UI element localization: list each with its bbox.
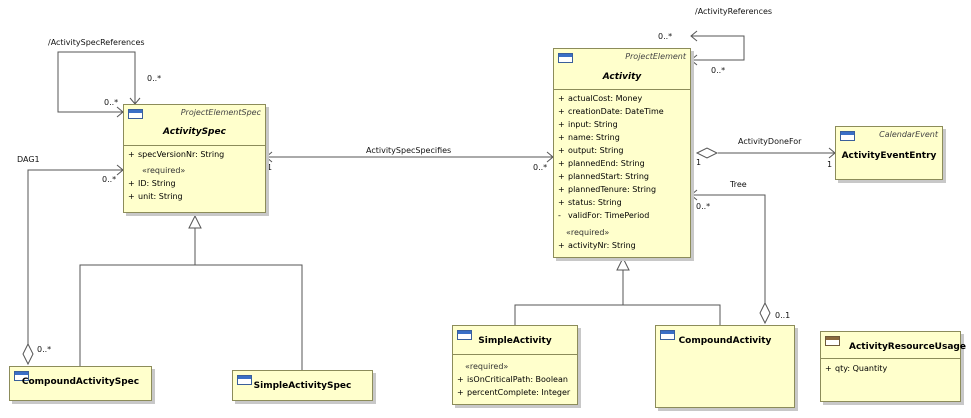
aggregation-diamond — [759, 301, 771, 325]
attribute-row: +ID: String — [128, 179, 176, 188]
class-compound-activity-spec[interactable]: CompoundActivitySpec — [9, 366, 152, 401]
class-icon — [840, 131, 855, 141]
mult-dag1-b: 0..* — [37, 345, 52, 354]
aggregation-diamond — [695, 147, 719, 159]
label-dag1[interactable]: DAG1 — [17, 155, 40, 164]
class-activity-spec[interactable]: ProjectElementSpec ActivitySpec +specVer… — [123, 104, 266, 213]
class-compound-activity[interactable]: CompoundActivity — [655, 325, 795, 408]
class-simple-activity-spec[interactable]: SimpleActivitySpec — [232, 370, 373, 401]
class-activity-resource-usage[interactable]: ActivityResourceUsage +qty: Quantity — [820, 331, 966, 402]
attribute-row: +actualCost: Money — [558, 94, 643, 103]
required-label: «required» — [142, 166, 186, 175]
class-name: CompoundActivitySpec — [21, 377, 140, 387]
stereotype: ProjectElement — [625, 52, 686, 61]
label-activity-done-for[interactable]: ActivityDoneFor — [738, 137, 802, 146]
divider — [453, 354, 577, 355]
class-activity-event-entry[interactable]: CalendarEvent ActivityEventEntry — [835, 126, 943, 180]
required-label: «required» — [566, 228, 610, 237]
assoc-activity-spec-references[interactable] — [57, 51, 136, 113]
attribute-row: +activityNr: String — [558, 241, 636, 250]
class-name: SimpleActivitySpec — [253, 381, 352, 391]
mult-dag1-a: 0..* — [102, 175, 117, 184]
class-icon — [558, 53, 573, 63]
attribute-row: +specVersionNr: String — [128, 150, 225, 159]
divider — [821, 358, 960, 359]
label-tree[interactable]: Tree — [730, 180, 747, 189]
attribute-row: +unit: String — [128, 192, 183, 201]
attribute-row: +plannedTenure: String — [558, 185, 657, 194]
class-icon — [128, 109, 143, 119]
attribute-row: +qty: Quantity — [825, 364, 888, 373]
attribute-row: +status: String — [558, 198, 622, 207]
label-activity-spec-specifies[interactable]: ActivitySpecSpecifies — [366, 146, 452, 155]
attribute-row: +creationDate: DateTime — [558, 107, 664, 116]
attribute-row: +percentComplete: Integer — [457, 388, 571, 397]
class-name: ActivitySpec — [163, 127, 226, 137]
assoc-dag1[interactable] — [27, 169, 123, 328]
datatype-icon — [825, 336, 840, 346]
attribute-row: +input: String — [558, 120, 618, 129]
mult-activity-spec-specifies-b: 0..* — [533, 163, 548, 172]
generalization-compound-activity-spec[interactable] — [79, 227, 196, 366]
class-name: Activity — [602, 72, 642, 82]
stereotype: CalendarEvent — [879, 130, 938, 139]
arrowhead — [690, 189, 698, 201]
mult-activity-references-b: 0..* — [711, 66, 726, 75]
required-label: «required» — [465, 362, 509, 371]
class-name: CompoundActivity — [678, 336, 772, 346]
generalization-simple-activity[interactable] — [514, 270, 624, 325]
class-icon — [457, 330, 472, 340]
class-icon — [237, 375, 252, 385]
mult-activity-spec-references-a: 0..* — [147, 74, 162, 83]
mult-activity-done-for-b: 1 — [827, 160, 833, 169]
arrowhead — [690, 30, 698, 42]
aggregation-diamond — [22, 342, 34, 366]
label-activity-spec-references[interactable]: /ActivitySpecReferences — [48, 38, 145, 47]
assoc-tree[interactable] — [691, 194, 766, 290]
class-activity[interactable]: ProjectElement Activity +actualCost: Mon… — [553, 48, 691, 258]
class-name: ActivityResourceUsage — [849, 342, 966, 352]
stereotype: ProjectElementSpec — [180, 108, 261, 117]
class-name: SimpleActivity — [478, 336, 552, 346]
divider — [554, 89, 690, 90]
mult-tree-a: 0..* — [696, 202, 711, 211]
class-icon — [14, 371, 29, 381]
arrowhead — [690, 54, 698, 66]
divider — [124, 145, 265, 146]
mult-tree-b: 0..1 — [775, 311, 791, 320]
class-name: ActivityEventEntry — [841, 151, 937, 161]
class-simple-activity[interactable]: SimpleActivity «required» +isOnCriticalP… — [452, 325, 578, 405]
label-activity-references[interactable]: /ActivityReferences — [695, 7, 773, 16]
generalization-triangle — [616, 256, 630, 271]
assoc-activity-references[interactable] — [691, 35, 745, 61]
mult-activity-done-for-a: 1 — [696, 158, 702, 167]
attribute-row: -validFor: TimePeriod — [558, 211, 650, 220]
mult-activity-references-a: 0..* — [658, 32, 673, 41]
attribute-row: +isOnCriticalPath: Boolean — [457, 375, 568, 384]
attribute-row: +plannedEnd: String — [558, 159, 645, 168]
generalization-simple-activity-spec[interactable] — [195, 264, 303, 370]
mult-activity-spec-references-b: 0..* — [104, 98, 119, 107]
mult-activity-spec-specifies-a: 1 — [267, 163, 273, 172]
attribute-row: +name: String — [558, 133, 620, 142]
arrowhead — [265, 151, 273, 163]
class-icon — [660, 330, 675, 340]
generalization-compound-activity[interactable] — [623, 304, 721, 325]
generalization-triangle — [188, 214, 202, 229]
attribute-row: +output: String — [558, 146, 624, 155]
attribute-row: +plannedStart: String — [558, 172, 649, 181]
